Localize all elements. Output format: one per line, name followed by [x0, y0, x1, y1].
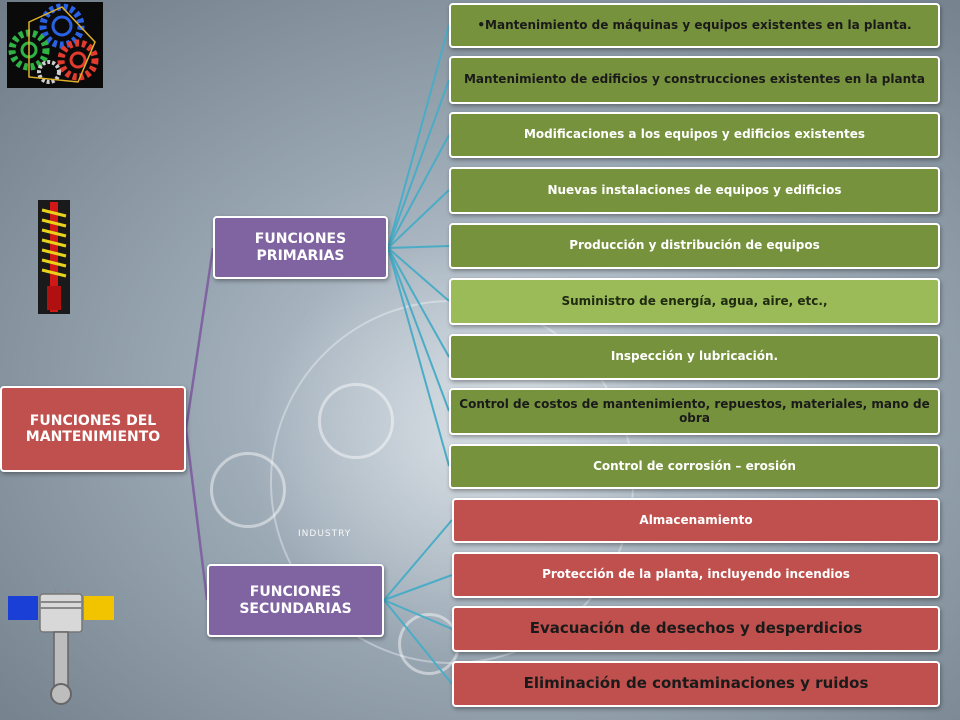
- primary-item: Control de costos de mantenimiento, repu…: [449, 388, 940, 435]
- secondary-item-connector: [383, 519, 453, 601]
- background-circle-icon: [210, 452, 286, 528]
- secondary-item: Eliminación de contaminaciones y ruidos: [452, 661, 940, 707]
- primary-item: Control de corrosión – erosión: [449, 444, 940, 489]
- secondary-item-connector: [383, 574, 453, 601]
- branch-node-secondary: FUNCIONES SECUNDARIAS: [207, 564, 384, 637]
- primary-item-connector: [387, 247, 450, 412]
- secondary-item: Almacenamiento: [452, 498, 940, 543]
- primary-item-connector: [387, 189, 450, 249]
- primary-item: Modificaciones a los equipos y edificios…: [449, 112, 940, 158]
- piston-icon: [6, 585, 118, 710]
- primary-item: Mantenimiento de edificios y construccio…: [449, 56, 940, 104]
- spring-icon: [38, 200, 70, 314]
- root-label: FUNCIONES DEL MANTENIMIENTO: [25, 412, 161, 445]
- root-to-primary-connector: [184, 247, 215, 430]
- secondary-item-connector: [383, 599, 453, 685]
- branch-label-primary: FUNCIONES PRIMARIAS: [254, 231, 347, 264]
- primary-item-connector: [387, 247, 450, 467]
- primary-item: Suministro de energía, agua, aire, etc.,: [449, 278, 940, 325]
- primary-item-connector: [387, 79, 450, 249]
- background-circle-icon: [318, 383, 394, 459]
- primary-item-connector: [387, 247, 450, 302]
- root-to-secondary-connector: [184, 428, 209, 601]
- primary-item-connector: [387, 134, 450, 249]
- branch-node-primary: FUNCIONES PRIMARIAS: [213, 216, 388, 279]
- primary-item: Nuevas instalaciones de equipos y edific…: [449, 167, 940, 214]
- secondary-item: Protección de la planta, incluyendo ince…: [452, 552, 940, 598]
- primary-item-connector: [387, 247, 450, 358]
- primary-item-connector: [387, 245, 450, 249]
- primary-item: •Mantenimiento de máquinas y equipos exi…: [449, 3, 940, 48]
- gears-icon: [7, 2, 103, 88]
- industry-background-text: INDUSTRY: [298, 529, 352, 539]
- secondary-item-connector: [383, 599, 453, 630]
- secondary-item: Evacuación de desechos y desperdicios: [452, 606, 940, 652]
- root-node: FUNCIONES DEL MANTENIMIENTO: [0, 386, 186, 472]
- primary-item: Inspección y lubricación.: [449, 334, 940, 380]
- primary-item: Producción y distribución de equipos: [449, 223, 940, 269]
- primary-item-connector: [387, 24, 450, 249]
- branch-label-secondary: FUNCIONES SECUNDARIAS: [239, 584, 352, 617]
